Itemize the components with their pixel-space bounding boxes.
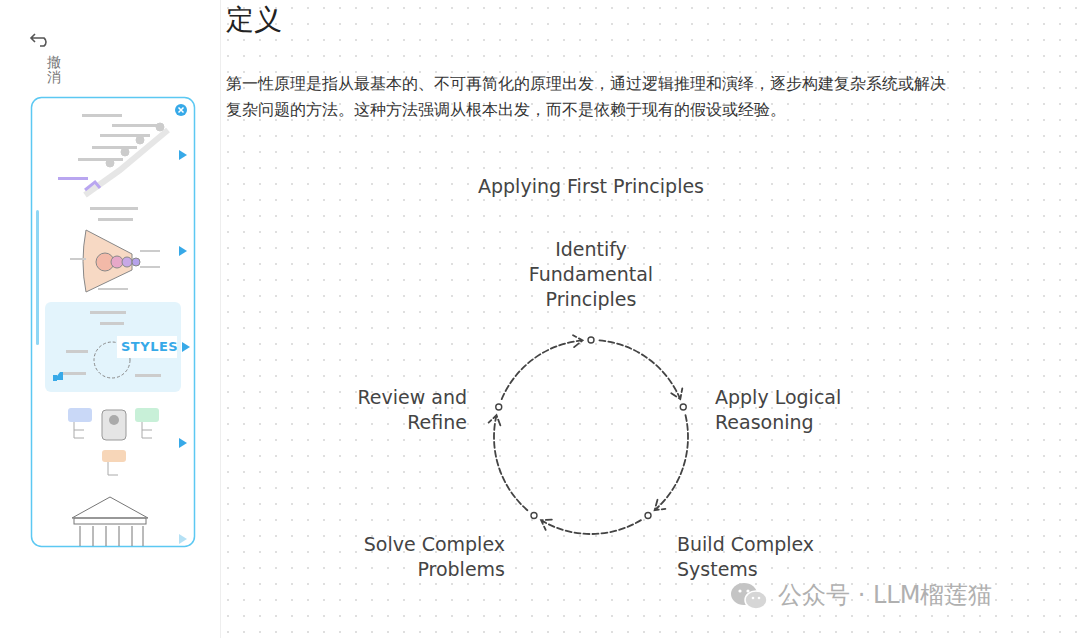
step-dot bbox=[645, 512, 651, 518]
section-heading: 定义 bbox=[226, 2, 282, 38]
step-label: Identify Fundamental Principles bbox=[516, 237, 666, 312]
selected-thumbnail bbox=[45, 302, 181, 392]
styles-card bbox=[32, 98, 195, 547]
step-dot bbox=[680, 404, 686, 410]
diagram-title: Applying First Principles bbox=[478, 174, 704, 198]
definition-paragraph: 第一性原理是指从最基本的、不可再简化的原理出发，通过逻辑推理和演绎，逐步构建复杂… bbox=[226, 71, 951, 123]
step-label: Apply Logical Reasoning bbox=[715, 385, 865, 435]
cycle-arrow bbox=[541, 520, 641, 534]
cycle-arrow bbox=[655, 415, 688, 510]
styles-label: STYLES bbox=[121, 338, 178, 356]
step-dot bbox=[588, 337, 594, 343]
watermark: 公众号 · LLM榴莲猫 bbox=[778, 580, 992, 610]
cycle-arrow bbox=[489, 415, 528, 510]
thumbnail-tree bbox=[68, 408, 159, 475]
cycle-step: Solve Complex Problems bbox=[345, 532, 505, 582]
step-label: Solve Complex Problems bbox=[345, 532, 505, 582]
scrollbar bbox=[36, 210, 39, 345]
step-label: Review and Refine bbox=[337, 385, 467, 435]
cycle-step: Apply Logical Reasoning bbox=[715, 385, 865, 435]
cycle-step: Build Complex Systems bbox=[677, 532, 827, 582]
thumbnail-temple bbox=[72, 497, 148, 546]
step-dot bbox=[531, 512, 537, 518]
undo-icon bbox=[31, 34, 46, 46]
dot-grid bbox=[220, 0, 1080, 638]
step-dot bbox=[496, 404, 502, 410]
cycle-arrow bbox=[599, 340, 682, 399]
step-label: Build Complex Systems bbox=[677, 532, 827, 582]
cycle-step: Identify Fundamental Principles bbox=[516, 237, 666, 312]
close-button bbox=[175, 104, 187, 116]
thumbnail-funnel bbox=[70, 207, 160, 292]
undo-label: 撤消 bbox=[47, 55, 61, 86]
thumbnail-stairs bbox=[58, 114, 168, 195]
wechat-icon bbox=[728, 580, 772, 612]
cycle-arrow bbox=[502, 335, 583, 399]
cycle-step: Review and Refine bbox=[337, 385, 467, 435]
sidebar-panel bbox=[0, 0, 220, 638]
